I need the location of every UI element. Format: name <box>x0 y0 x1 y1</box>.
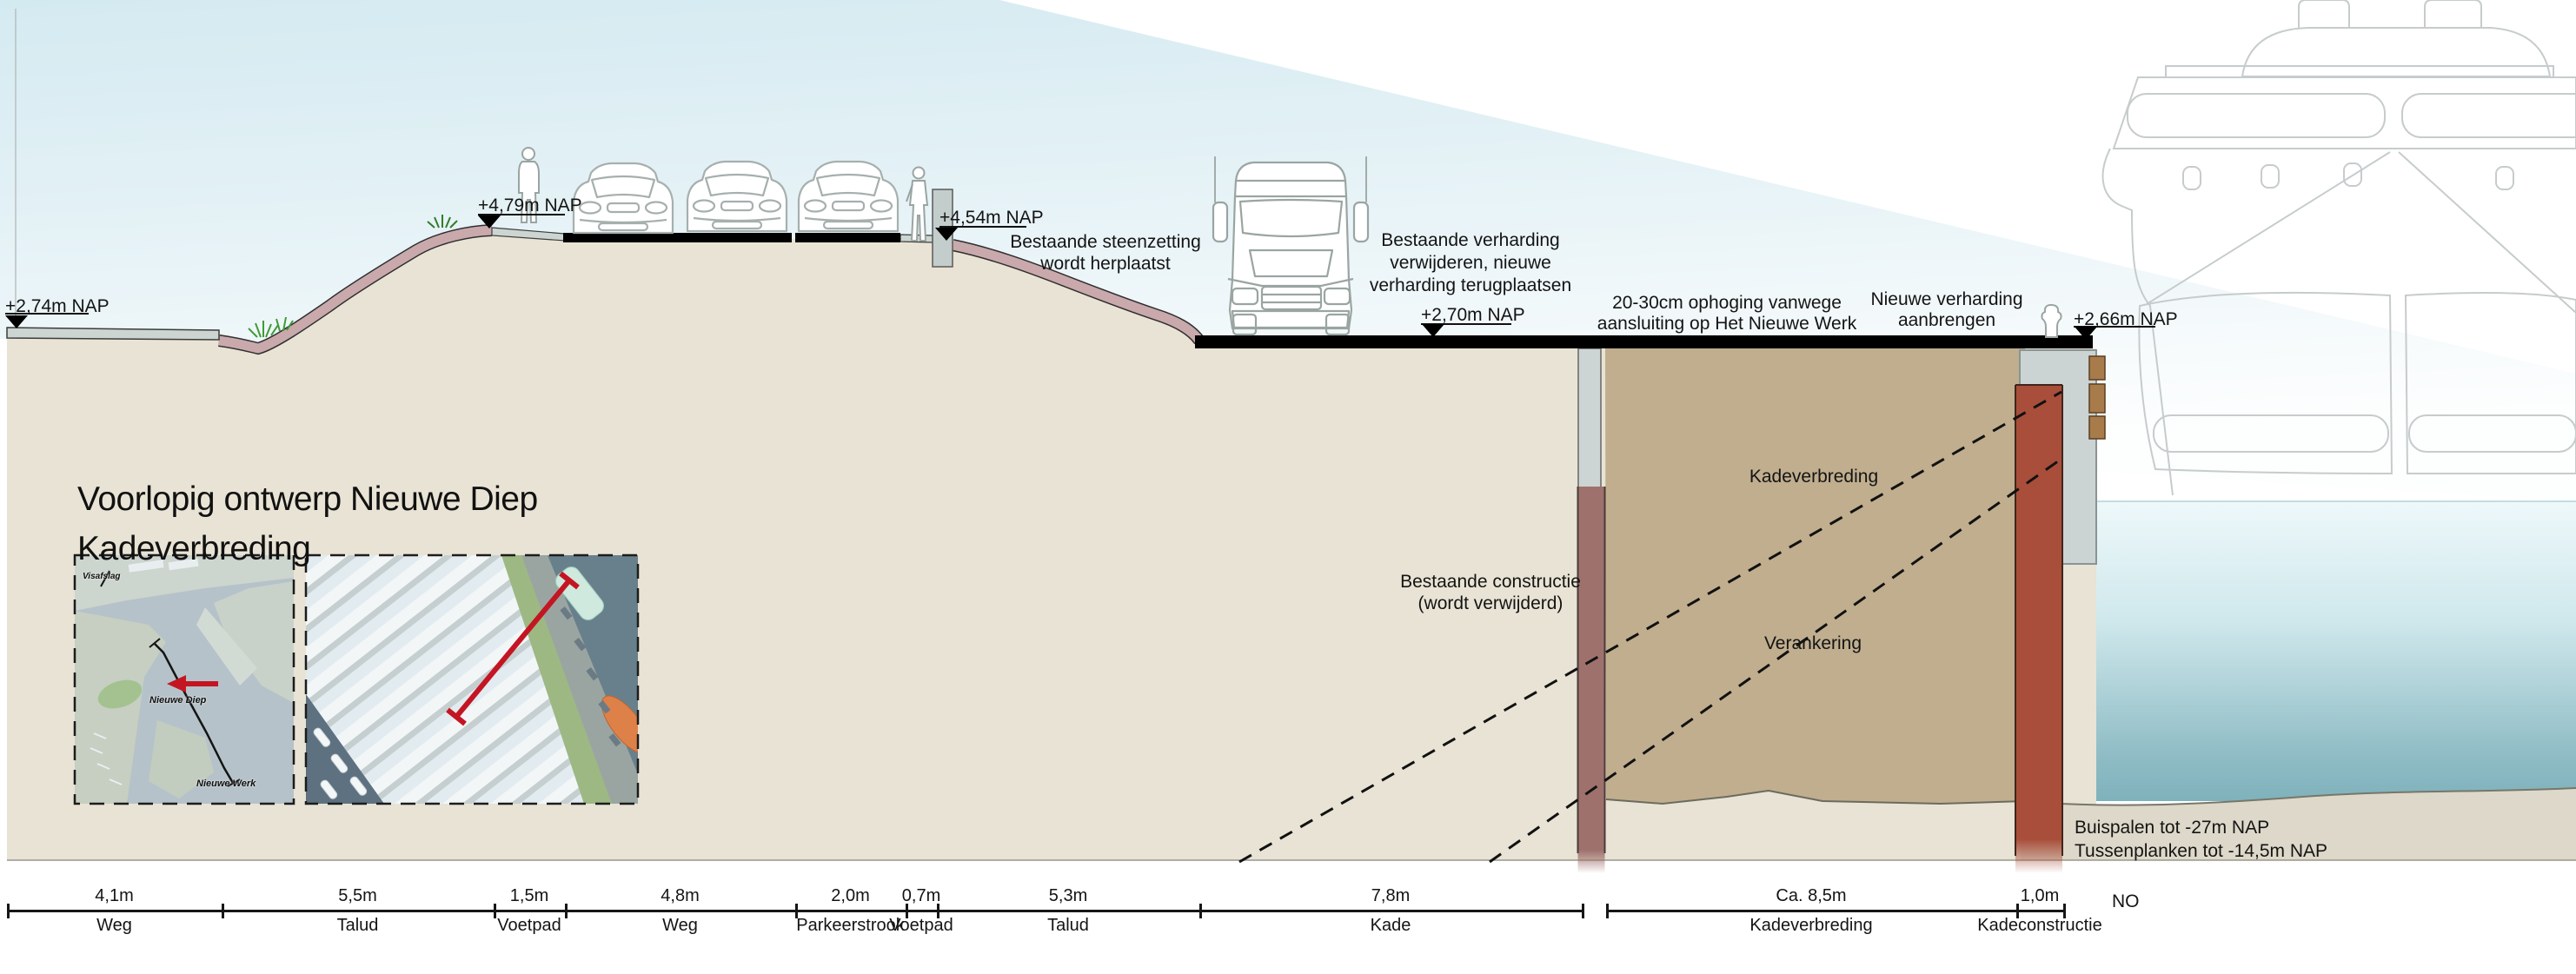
dimension-name: Parkeerstrook <box>796 916 905 935</box>
dimension-length: 0,7m <box>901 886 941 905</box>
dimension-tick <box>1582 904 1584 918</box>
dimension-tick <box>906 904 908 918</box>
seabed-edge <box>2020 787 2576 806</box>
dimension-name: Kade <box>1370 916 1411 935</box>
person-icon <box>906 166 929 242</box>
dimension-name: Talud <box>1047 916 1089 935</box>
ship-outline <box>2101 0 2576 496</box>
dimension-length: 1,0m <box>2020 886 2060 905</box>
truck-icon <box>1212 156 1370 336</box>
nap-479-label: +4,79m NAP <box>478 195 582 215</box>
steenzetting-bands <box>218 224 1205 355</box>
section-cut-line <box>446 571 580 726</box>
water <box>2062 501 2576 801</box>
asphalt-parkeerstrook <box>795 233 900 242</box>
dimension-length: 4,8m <box>661 886 700 905</box>
person-icon <box>518 147 540 223</box>
nap-479-underline <box>478 214 565 215</box>
fill-bottom-edge <box>1605 789 2026 805</box>
compass-label: NO <box>2112 891 2140 911</box>
nap-270-triangle-icon <box>1422 324 1444 337</box>
title-line-1: Voorlopig ontwerp Nieuwe Diep <box>77 480 538 518</box>
grass-icon <box>248 215 458 338</box>
asphalt-weg <box>563 233 792 242</box>
new-pile-buispaal <box>2015 385 2062 873</box>
dimension-length: Ca. 8,5m <box>1776 886 1847 905</box>
existing-pile <box>1577 487 1605 873</box>
dimension-tick <box>795 904 798 918</box>
map-label-nieuwe-werk: Nieuwe Werk <box>196 779 256 789</box>
dimension-name: Talud <box>336 916 379 935</box>
nap-454-triangle-icon <box>935 228 958 241</box>
dimension-name: Voetpad <box>889 916 953 935</box>
nap-270-underline <box>1421 323 1511 325</box>
annotation-bestaande-constructie: Bestaande constructie(wordt verwijderd) <box>1400 572 1581 613</box>
dimension-tick <box>2016 904 2019 918</box>
nap-266-label: +2,66m NAP <box>2074 309 2178 329</box>
new-pile-edges <box>2015 384 2063 856</box>
dimension-tick <box>2063 904 2066 918</box>
dimension-line <box>7 910 1582 912</box>
nap-454-label: +4,54m NAP <box>939 208 1044 228</box>
dimension-length: 2,0m <box>831 886 870 905</box>
tussenplanken <box>2088 355 2106 440</box>
nap-454-underline <box>939 226 1026 228</box>
annotation-kadeverbreding-label: Kadeverbreding <box>1749 467 1879 487</box>
map-label-visafslag: Visafslag <box>83 572 121 581</box>
nap-266-underline <box>2074 326 2155 328</box>
map-inset-left <box>73 553 295 805</box>
nap-274-triangle-icon <box>5 315 28 328</box>
dimension-length: 5,5m <box>338 886 377 905</box>
bollard-icon <box>2041 303 2062 338</box>
dimension-tick <box>1199 904 1202 918</box>
dimension-length: 4,1m <box>95 886 134 905</box>
seabed <box>2021 788 2576 860</box>
existing-wall <box>1577 348 1602 496</box>
dimension-name: Weg <box>96 916 132 935</box>
dimension-tick <box>7 904 10 918</box>
title-line-2: Kadeverbreding <box>77 530 311 567</box>
map-label-nieuwe-diep: Nieuwe Diep <box>149 695 207 706</box>
dimension-name: Kadeverbreding <box>1749 916 1873 935</box>
kadeverbreding-fill <box>1605 348 2025 804</box>
asphalt-kade <box>1195 335 2093 348</box>
existing-pile-edges <box>1577 487 1606 853</box>
dimension-name: Kadeconstructie <box>1977 916 2102 935</box>
dimension-length: 1,5m <box>509 886 549 905</box>
nap-274-underline <box>5 313 89 315</box>
dimension-length: 7,8m <box>1371 886 1411 905</box>
dimension-name: Weg <box>662 916 698 935</box>
nap-266-triangle-icon <box>2075 327 2097 340</box>
dimension-tick <box>1606 904 1609 918</box>
nap-479-triangle-icon <box>478 215 501 229</box>
dimension-line <box>1606 910 2063 912</box>
dimension-tick <box>494 904 496 918</box>
drawing-title: Voorlopig ontwerp Nieuwe Diep Kadeverbre… <box>77 474 538 573</box>
dimension-name: Voetpad <box>497 916 561 935</box>
dimension-tick <box>937 904 939 918</box>
anchor-lines <box>1238 390 2062 864</box>
nap-270-label: +2,70m NAP <box>1421 305 1525 325</box>
nap-274-label: +2,74m NAP <box>5 296 110 316</box>
dimension-length: 5,3m <box>1048 886 1088 905</box>
annotation-verankering-label: Verankering <box>1763 633 1862 653</box>
dimension-tick <box>222 904 224 918</box>
dimension-tick <box>565 904 568 918</box>
map-inset-right <box>304 553 640 805</box>
